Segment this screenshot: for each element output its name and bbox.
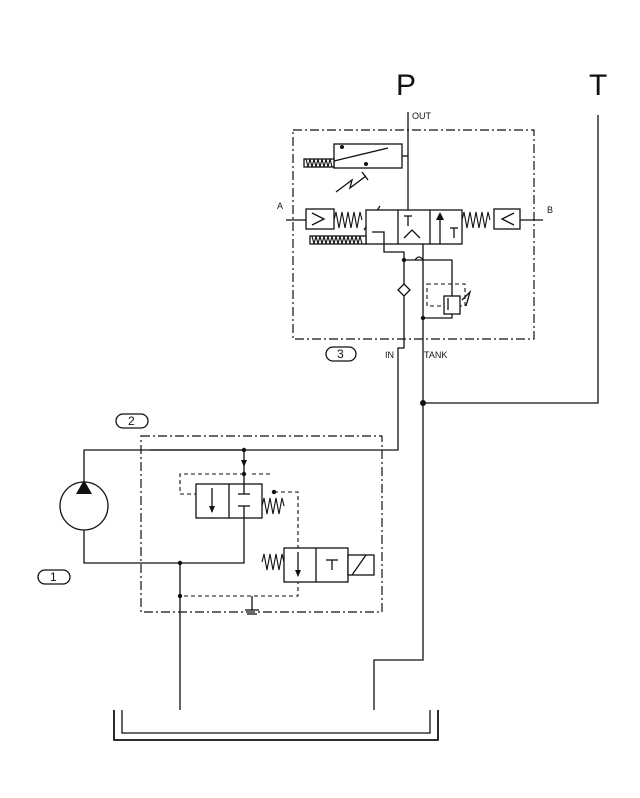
- relief-drain-line: [423, 314, 453, 319]
- reservoir-tank: [113, 710, 439, 741]
- in-line: [383, 244, 405, 358]
- sequence-valve-spring: [261, 497, 285, 515]
- port-label-t: T: [589, 69, 607, 102]
- pump-inlet-line: [83, 518, 245, 564]
- junction-dot: [401, 257, 407, 263]
- solenoid-coil-diagonal: [351, 554, 367, 576]
- valve-spring-right: [461, 211, 491, 229]
- solenoid-valve-spring: [261, 553, 285, 571]
- lower-spring-coils: [311, 235, 363, 245]
- pilot-valve-dot: [340, 145, 344, 149]
- relief-valve: [443, 295, 461, 315]
- tank-return-line: [423, 115, 599, 404]
- arrow-up-icon: [436, 212, 444, 220]
- line-crossover: [414, 256, 424, 261]
- solenoid-coil: [347, 554, 375, 576]
- relief-pilot-line: [404, 259, 453, 300]
- arrow-down-icon: [295, 570, 301, 577]
- directional-valve: [365, 209, 463, 245]
- flow-path: [372, 231, 385, 244]
- callout-1: [37, 569, 71, 585]
- port-label-tank: TANK: [424, 350, 447, 360]
- actuator-b-icon: [500, 212, 515, 226]
- pump-outlet-line: [83, 449, 244, 482]
- port-label-out: OUT: [412, 111, 432, 121]
- pump-arrow-icon: [76, 480, 92, 494]
- callout-2-label: 2: [128, 414, 135, 428]
- callout-1-label: 1: [50, 570, 57, 584]
- pilot-valve: [333, 143, 403, 169]
- actuator-a: [305, 208, 335, 230]
- actuator-a-icon: [311, 212, 326, 226]
- valve-block-3: [292, 129, 535, 340]
- pilot-valve-spring-line: [333, 147, 389, 162]
- pilot-valve-spring-coils: [305, 158, 333, 168]
- port-label-a: A: [277, 201, 283, 211]
- actuator-b: [493, 208, 521, 230]
- pilot-line: [179, 473, 244, 495]
- callout-3: [325, 346, 357, 362]
- port-label-in: IN: [385, 350, 394, 360]
- junction-dot: [420, 400, 426, 406]
- callout-3-label: 3: [337, 347, 344, 361]
- adjustment-arrow-icon: [335, 175, 367, 193]
- flow-path: [403, 229, 421, 239]
- junction-dot: [241, 447, 247, 453]
- tank-return-down: [373, 358, 424, 710]
- arrow-down-icon: [209, 506, 215, 513]
- port-label-p: P: [396, 69, 416, 102]
- flow-arrow-icon: [241, 460, 247, 467]
- pilot-valve-dot: [364, 162, 368, 166]
- reservoir-tank-inner: [121, 710, 431, 734]
- callout-2: [115, 413, 149, 429]
- valve-spring-left: [333, 211, 363, 229]
- adjustment-arrow-icon: [361, 171, 369, 181]
- relief-adjust-icon: [461, 289, 472, 307]
- port-label-b: B: [547, 205, 553, 215]
- junction-dot: [420, 315, 426, 321]
- valve-block-2: [140, 435, 383, 613]
- check-valve-icon: [397, 283, 411, 297]
